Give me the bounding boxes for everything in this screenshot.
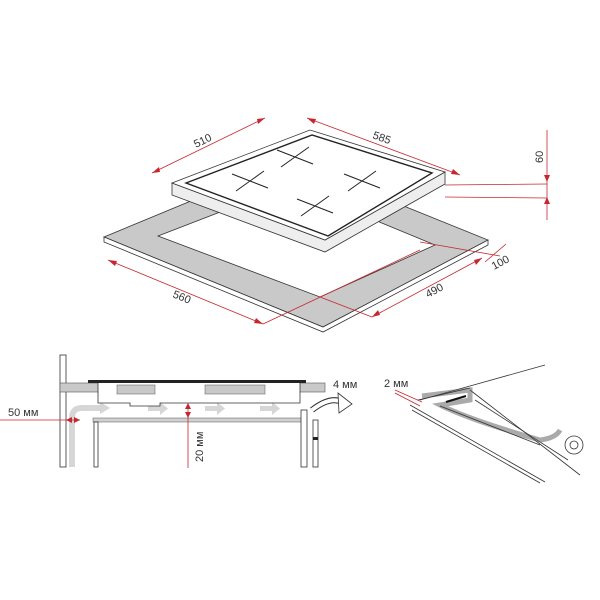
dim-560-label: 560 xyxy=(171,289,193,307)
side-section xyxy=(0,354,353,468)
dim-60-label: 60 xyxy=(534,151,546,163)
dimension-lines xyxy=(107,117,550,325)
cabinet-top xyxy=(92,417,304,423)
wall xyxy=(59,354,67,468)
seal-detail xyxy=(409,364,584,484)
airflow-path xyxy=(69,405,100,467)
airflow-arrows xyxy=(148,402,280,415)
hob xyxy=(170,129,447,253)
dim-50mm-label: 50 мм xyxy=(8,407,38,419)
dim-20mm-label: 20 мм xyxy=(194,432,206,462)
dim-490-label: 490 xyxy=(424,281,446,300)
glass-panel xyxy=(184,134,434,237)
hob-glass xyxy=(88,380,306,383)
dim-4mm-label: 4 мм xyxy=(333,379,357,391)
dim-100-label: 100 xyxy=(490,253,512,272)
dim-2mm-label: 2 мм xyxy=(384,378,408,390)
dim-510-label: 510 xyxy=(192,132,214,151)
exhaust-arrow xyxy=(337,392,353,414)
burner-marks xyxy=(231,146,381,217)
dim-585-label: 585 xyxy=(371,130,392,148)
